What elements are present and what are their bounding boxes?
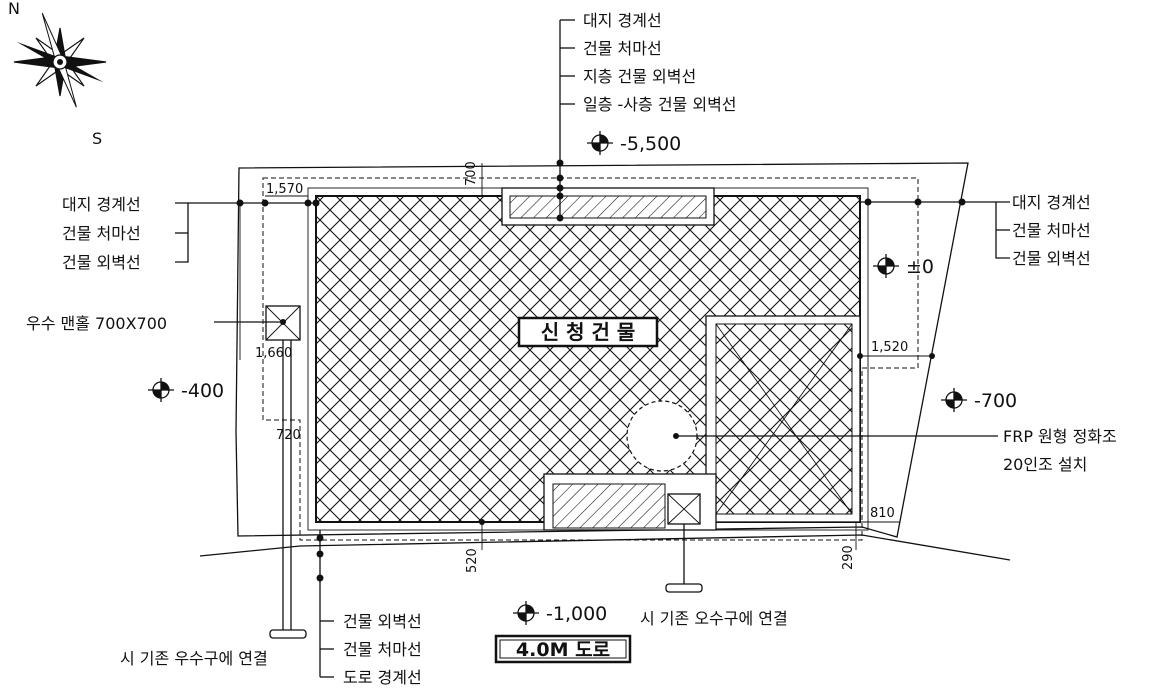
top-leader-3: 지층 건물 외벽선	[583, 67, 696, 86]
level-marker-icon	[941, 388, 967, 412]
left-leader-1: 대지 경계선	[62, 195, 141, 214]
level-right-zero: ±0	[906, 256, 934, 278]
bottom-leaders	[316, 530, 334, 678]
level-left: -400	[181, 380, 224, 402]
compass-rose-icon	[13, 12, 107, 108]
left-leaders	[175, 199, 320, 263]
top-leader-2: 건물 처마선	[583, 39, 662, 58]
top-leader-1: 대지 경계선	[583, 11, 662, 30]
dim-1660: 1,660	[255, 346, 292, 361]
level-marker-icon	[873, 254, 899, 278]
right-leaders	[860, 198, 1010, 259]
level-marker-icon	[513, 601, 539, 625]
right-leader-3: 건물 외벽선	[1012, 249, 1091, 268]
bottom-leader-3: 도로 경계선	[343, 668, 422, 687]
storm-pipe-icon	[269, 629, 307, 639]
septic-label-2: 20인조 설치	[1003, 455, 1087, 474]
bottom-leader-1: 건물 외벽선	[343, 612, 422, 631]
right-leader-1: 대지 경계선	[1012, 193, 1091, 212]
building-label-box	[517, 316, 659, 348]
dim-1570: 1,570	[266, 182, 303, 197]
right-leader-2: 건물 처마선	[1012, 221, 1091, 240]
level-top: -5,500	[620, 133, 681, 155]
dim-720: 720	[276, 428, 301, 443]
eaves-line	[262, 177, 919, 541]
level-right: -700	[974, 390, 1017, 412]
bottom-leader-2: 건물 처마선	[343, 640, 422, 659]
dim-700: 700	[464, 161, 479, 186]
road-label: 4.0M 도로	[516, 639, 610, 661]
connection-right-label: 시 기존 오수구에 연결	[640, 609, 788, 628]
manhole-label: 우수 맨홀 700X700	[26, 314, 167, 333]
level-marker-icon	[587, 131, 613, 155]
level-marker-icon	[148, 378, 174, 402]
dim-290: 290	[841, 545, 856, 570]
dim-1520: 1,520	[871, 340, 908, 355]
top-leader-4: 일층 -사층 건물 외벽선	[583, 95, 737, 114]
compass-north-label: N	[8, 0, 20, 18]
building-label: 신 청 건 물	[541, 320, 636, 344]
connection-left-label: 시 기존 우수구에 연결	[120, 649, 268, 668]
level-bottom: -1,000	[546, 603, 607, 625]
compass-south-label: S	[92, 129, 102, 148]
sewer-pipe-icon	[665, 583, 703, 593]
dim-520: 520	[465, 548, 480, 573]
dim-810: 810	[870, 506, 895, 521]
left-leader-2: 건물 처마선	[62, 224, 141, 243]
left-leader-3: 건물 외벽선	[62, 253, 141, 272]
septic-label-1: FRP 원형 정화조	[1003, 427, 1117, 446]
road-boundary	[199, 534, 1011, 561]
top-leaders	[556, 19, 575, 222]
